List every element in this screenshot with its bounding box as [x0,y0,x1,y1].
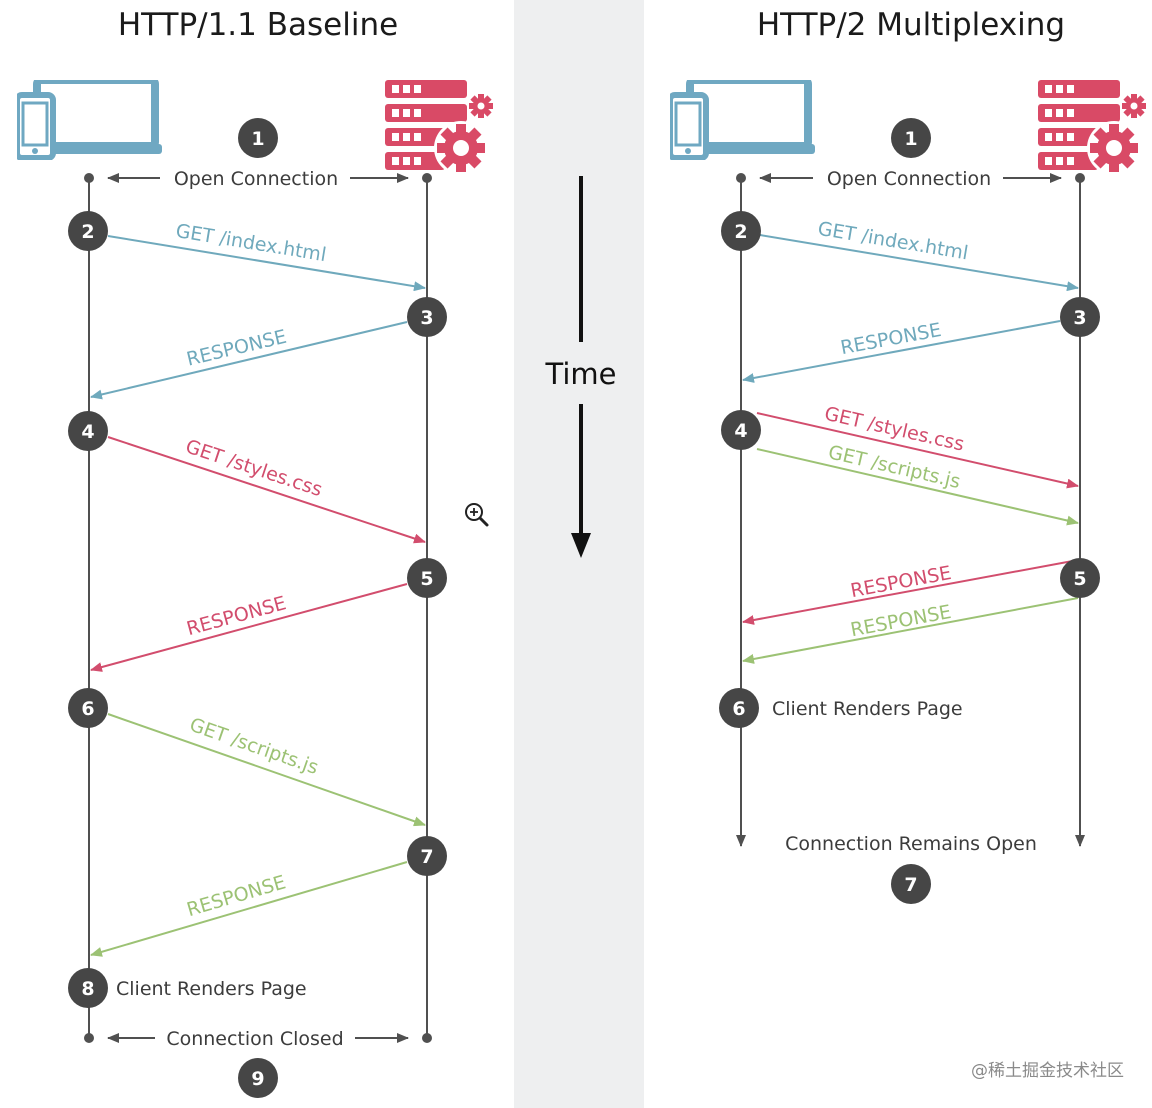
client-devices-icon [17,80,162,158]
zoom-in-icon[interactable] [465,503,489,527]
step-badge: 6 [719,688,759,728]
step-badge: 4 [68,411,108,451]
response-scripts-label: RESPONSE [184,871,288,921]
request-styles-arrow [107,436,426,544]
step-badge: 7 [891,864,931,904]
svg-text:5: 5 [1073,568,1086,590]
response-scripts-arrow [742,597,1079,664]
http2-panel: HTTP/2 Multiplexing Open Connection GET … [670,7,1146,904]
response-index-arrow [90,321,408,400]
step-badge: 6 [68,688,108,728]
request-styles-arrow [756,412,1079,489]
step-badge: 4 [721,410,761,450]
step-badge: 8 [68,968,108,1008]
svg-text:2: 2 [734,221,747,243]
client-renders-label: Client Renders Page [772,698,963,720]
request-scripts-label: GET /scripts.js [187,714,322,779]
watermark-text: @稀土掘金技术社区 [971,1061,1124,1081]
response-scripts-arrow [90,861,408,957]
http2-title: HTTP/2 Multiplexing [757,7,1065,43]
response-styles-label: RESPONSE [849,562,953,602]
svg-text:5: 5 [420,568,433,590]
response-index-label: RESPONSE [184,326,288,371]
response-scripts-label: RESPONSE [849,601,953,641]
svg-text:4: 4 [734,420,747,442]
svg-text:6: 6 [732,698,745,720]
response-index-arrow [742,320,1061,383]
center-divider-band [514,0,644,1108]
open-connection-label: Open Connection [174,168,338,190]
connection-remains-open-label: Connection Remains Open [785,833,1037,855]
request-scripts-arrow [107,713,426,827]
open-connection-label: Open Connection [827,168,991,190]
server-gear-icon [385,80,493,175]
svg-text:3: 3 [420,307,433,329]
time-label: Time [545,357,617,391]
http1-panel: HTTP/1.1 Baseline Open Connection GET /i… [17,7,493,1098]
step-badge: 5 [1060,558,1100,598]
step-badge: 3 [407,297,447,337]
request-index-arrow [759,234,1079,292]
server-lifeline-start [1075,173,1085,183]
svg-text:3: 3 [1073,307,1086,329]
client-lifeline-start [84,173,94,183]
connection-closed-label: Connection Closed [166,1028,343,1050]
step-badge: 1 [238,118,278,158]
step-badge: 5 [407,558,447,598]
svg-text:7: 7 [420,846,433,868]
server-gear-icon [1038,80,1146,175]
svg-text:2: 2 [81,221,94,243]
svg-text:7: 7 [904,874,917,896]
client-lifeline-end [84,1033,94,1043]
step-badge: 2 [721,211,761,251]
server-lifeline-end [422,1033,432,1043]
svg-text:4: 4 [81,421,94,443]
step-badge: 3 [1060,297,1100,337]
response-styles-arrow [90,583,408,672]
time-arrow: Time [545,176,617,558]
step-badge: 1 [891,118,931,158]
request-scripts-arrow [756,448,1079,526]
step-badge: 9 [238,1058,278,1098]
client-devices-icon [670,80,815,158]
client-renders-label: Client Renders Page [116,978,307,1000]
time-arrow-head [571,533,591,558]
svg-text:9: 9 [251,1068,264,1090]
svg-text:8: 8 [81,978,94,1000]
request-index-arrow [107,235,426,292]
step-badge: 7 [407,836,447,876]
response-styles-arrow [742,559,1079,625]
server-lifeline-start [422,173,432,183]
step-badge: 2 [68,211,108,251]
client-lifeline-start [736,173,746,183]
response-styles-label: RESPONSE [184,592,288,640]
svg-text:6: 6 [81,698,94,720]
svg-text:1: 1 [904,128,917,150]
svg-text:1: 1 [251,128,264,150]
http1-title: HTTP/1.1 Baseline [118,7,398,43]
